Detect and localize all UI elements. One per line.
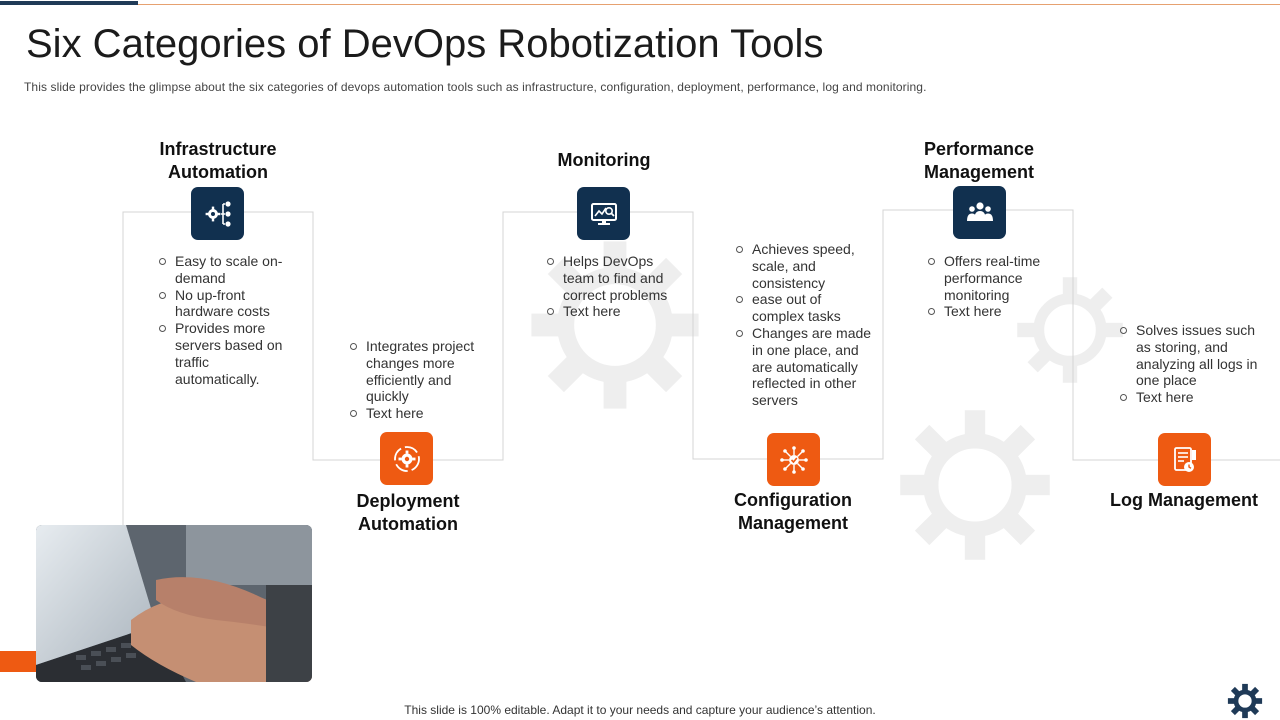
list-item: No up-front hardware costs: [157, 287, 297, 321]
list-item: Offers real-time performance monitoring: [926, 253, 1066, 303]
list-item: Helps DevOps team to find and correct pr…: [545, 253, 685, 303]
category-heading-log: Log Management: [1109, 490, 1258, 510]
background-gear-icon: [900, 410, 1050, 560]
category-badge-infrastructure: [191, 187, 244, 240]
network-settings-icon: [779, 445, 808, 474]
laptop-typing-photo: [36, 525, 312, 682]
bullet-list-log: Solves issues such as storing, and analy…: [1118, 322, 1258, 406]
category-heading-configuration: Configuration Management: [734, 490, 852, 533]
bullet-list-performance: Offers real-time performance monitoring …: [926, 253, 1066, 320]
list-item: Solves issues such as storing, and analy…: [1118, 322, 1258, 389]
log-document-icon: [1173, 446, 1196, 472]
bullet-list-infrastructure: Easy to scale on-demand No up-front hard…: [157, 253, 297, 387]
orange-accent-strip: [0, 651, 40, 672]
gear-cycle-icon: [393, 445, 420, 472]
category-heading-performance: Performance Management: [923, 139, 1035, 182]
category-badge-configuration: [767, 433, 820, 486]
category-badge-log: [1158, 433, 1211, 486]
bullet-list-monitoring: Helps DevOps team to find and correct pr…: [545, 253, 685, 320]
category-heading-deployment: Deployment Automation: [356, 491, 460, 534]
category-badge-deployment: [380, 432, 433, 485]
list-item: Integrates project changes more efficien…: [348, 338, 490, 405]
team-icon: [966, 201, 993, 221]
slide-footer: This slide is 100% editable. Adapt it to…: [404, 703, 876, 717]
list-item: Text here: [545, 303, 685, 320]
list-item: Text here: [348, 405, 490, 422]
bullet-list-configuration: Achieves speed, scale, and consistency e…: [734, 241, 874, 409]
category-badge-performance: [953, 186, 1006, 239]
category-badge-monitoring: [577, 187, 630, 240]
list-item: Text here: [1118, 389, 1258, 406]
workflow-gear-icon: [205, 200, 231, 227]
top-accent-bar: [0, 1, 138, 5]
category-heading-infrastructure: Infrastructure Automation: [159, 139, 277, 182]
list-item: Achieves speed, scale, and consistency: [734, 241, 874, 291]
category-heading-monitoring: Monitoring: [557, 150, 651, 170]
list-item: Provides more servers based on traffic a…: [157, 320, 297, 387]
slide-title: Six Categories of DevOps Robotization To…: [26, 22, 824, 66]
gear-icon: [1227, 683, 1263, 719]
list-item: Text here: [926, 303, 1066, 320]
bullet-list-deployment: Integrates project changes more efficien…: [348, 338, 490, 422]
slide-subtitle: This slide provides the glimpse about th…: [24, 80, 927, 94]
list-item: ease out of complex tasks: [734, 291, 874, 325]
list-item: Easy to scale on-demand: [157, 253, 297, 287]
monitor-analytics-icon: [590, 202, 617, 225]
list-item: Changes are made in one place, and are a…: [734, 325, 874, 409]
top-accent-line: [0, 4, 1280, 5]
